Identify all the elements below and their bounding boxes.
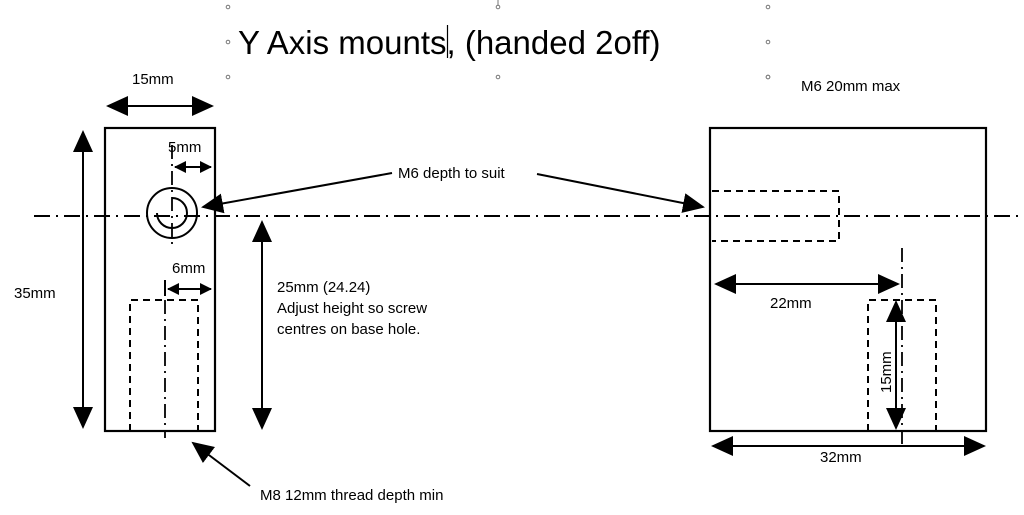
m6-hole-hidden-lines	[712, 190, 840, 242]
m6-callout-label: M6 depth to suit	[398, 165, 506, 182]
resize-handle[interactable]	[765, 39, 771, 45]
centre-note-line-2: centres on base hole.	[277, 321, 420, 338]
resize-handle[interactable]	[495, 74, 501, 80]
depth-label: 15mm	[878, 351, 895, 393]
thread-arc	[156, 197, 188, 229]
right-part-outline	[708, 126, 988, 433]
m8-callout-leader	[191, 441, 251, 487]
m6-callout: M6 depth to suit	[201, 165, 705, 214]
resize-handle[interactable]	[225, 4, 231, 10]
title-text-before-cursor: Y Axis mounts	[238, 24, 447, 61]
height-label: 35mm	[14, 285, 56, 302]
handle-dot	[765, 74, 771, 80]
m6-leader-right	[536, 173, 705, 213]
resize-handle[interactable]	[225, 39, 231, 45]
centre-note-line-1: Adjust height so screw	[277, 300, 427, 317]
right-part: M6 20mm max 22mm 15mm 32mm	[708, 74, 988, 466]
resize-handle[interactable]	[495, 4, 501, 10]
resize-handle[interactable]	[225, 74, 231, 80]
bore-offset-label: 6mm	[172, 260, 205, 277]
left-part-outline	[103, 126, 217, 433]
drawing-title[interactable]: Y Axis mounts, (handed 2off)	[238, 24, 661, 61]
title-text-after-cursor: , (handed 2off)	[447, 24, 661, 61]
hole-offset-label: 5mm	[168, 139, 201, 156]
bore-hidden-lines	[129, 299, 199, 431]
m6-max-note: M6 20mm max	[801, 78, 901, 95]
m8-callout-label: M8 12mm thread depth min	[260, 487, 443, 504]
centre-height-label: 25mm (24.24)	[277, 279, 370, 296]
m6-leader-left	[201, 172, 393, 214]
resize-handle[interactable]	[765, 4, 771, 10]
offset-label: 22mm	[770, 295, 812, 312]
bore-hidden-lines-right	[867, 299, 937, 431]
width-label: 15mm	[132, 71, 174, 88]
width-label-right: 32mm	[820, 449, 862, 466]
hole-circle	[146, 187, 198, 239]
left-part: 15mm 35mm 5mm 6mm 25mm (24.24) Adjust he…	[14, 71, 443, 504]
